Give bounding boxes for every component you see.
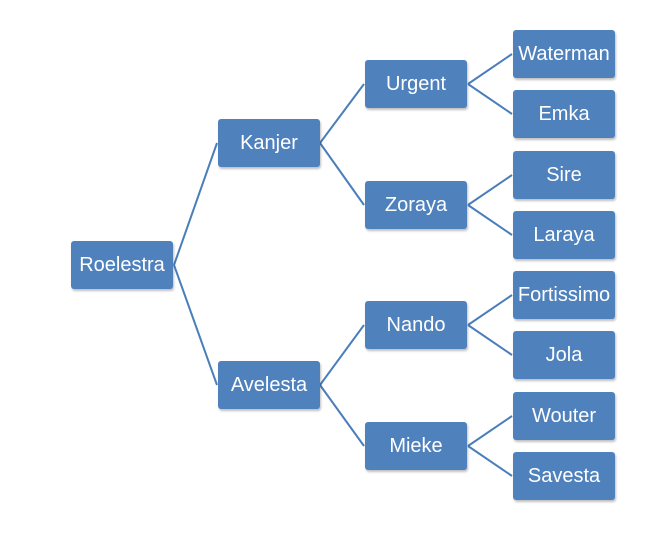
connector-urgent-emka xyxy=(467,83,513,115)
node-great-grandparent: Waterman xyxy=(513,30,615,78)
node-parent: Avelesta xyxy=(218,361,320,409)
connector-mieke-savesta xyxy=(467,445,513,477)
node-great-grandparent: Emka xyxy=(513,90,615,138)
connector-mieke-wouter xyxy=(467,415,513,447)
node-grandparent: Nando xyxy=(365,301,467,349)
node-grandparent: Mieke xyxy=(365,422,467,470)
node-great-grandparent: Fortissimo xyxy=(513,271,615,319)
connector-avelesta-nando xyxy=(319,324,365,386)
node-grandparent: Zoraya xyxy=(365,181,467,229)
node-parent: Kanjer xyxy=(218,119,320,167)
connector-avelesta-mieke xyxy=(319,384,365,447)
node-root: Roelestra xyxy=(71,241,173,289)
node-great-grandparent: Laraya xyxy=(513,211,615,259)
connector-zoraya-sire xyxy=(467,174,513,206)
connector-zoraya-laraya xyxy=(467,204,513,236)
node-great-grandparent: Wouter xyxy=(513,392,615,440)
connector-kanjer-urgent xyxy=(319,83,365,144)
connector-root-kanjer xyxy=(173,142,218,266)
node-great-grandparent: Sire xyxy=(513,151,615,199)
node-great-grandparent: Savesta xyxy=(513,452,615,500)
connector-nando-jola xyxy=(467,324,513,356)
node-grandparent: Urgent xyxy=(365,60,467,108)
connector-root-avelesta xyxy=(173,264,218,386)
connector-urgent-waterman xyxy=(467,53,513,85)
connector-kanjer-zoraya xyxy=(319,142,365,206)
node-great-grandparent: Jola xyxy=(513,331,615,379)
connector-nando-fortissimo xyxy=(467,294,513,326)
